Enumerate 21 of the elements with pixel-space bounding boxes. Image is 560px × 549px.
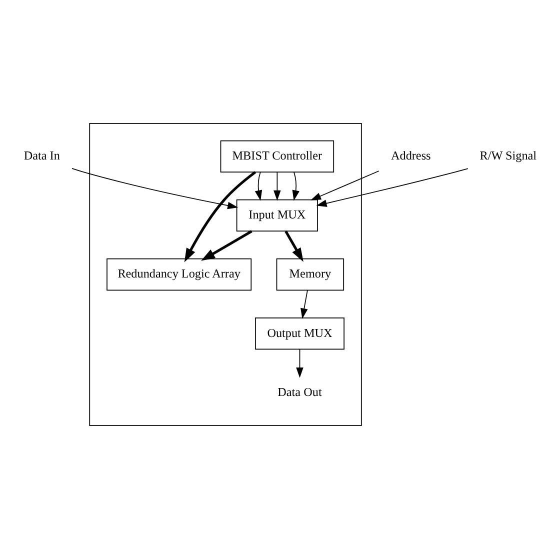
node-text: Address bbox=[390, 148, 431, 163]
arrow bbox=[274, 172, 281, 201]
node-box: Memory bbox=[276, 258, 344, 291]
arrow bbox=[201, 230, 252, 261]
arrow bbox=[284, 230, 304, 262]
node-box: MBIST Controller bbox=[220, 140, 334, 172]
arrow bbox=[254, 172, 262, 201]
node-text: Data In bbox=[24, 148, 60, 163]
arrow bbox=[296, 349, 304, 378]
arrow bbox=[316, 168, 468, 207]
arrow bbox=[310, 170, 380, 200]
node-box: Input MUX bbox=[236, 199, 318, 232]
arrow bbox=[184, 171, 256, 262]
arrow bbox=[292, 172, 300, 201]
arrow bbox=[72, 168, 238, 210]
arrow bbox=[300, 290, 308, 319]
node-box: Redundancy Logic Array bbox=[106, 258, 252, 291]
node-text: Data Out bbox=[278, 384, 322, 399]
node-box: Output MUX bbox=[255, 317, 344, 350]
node-text: R/W Signal bbox=[480, 148, 537, 163]
cluster bbox=[89, 122, 362, 426]
